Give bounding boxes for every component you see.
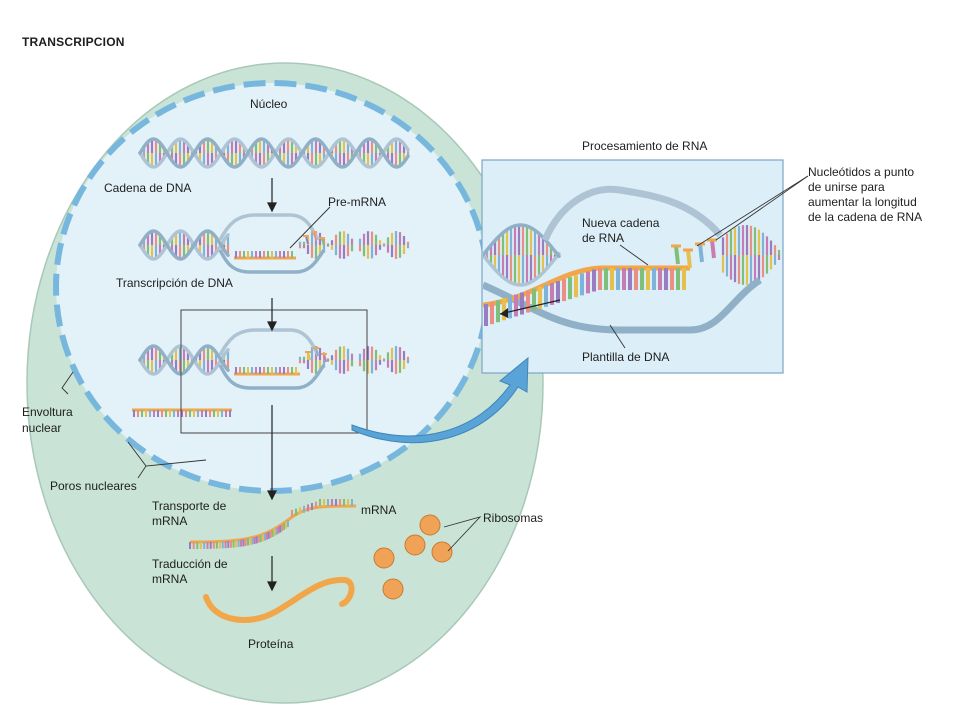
mrna-strand — [189, 499, 357, 549]
nucleotides-label-line4: de la cadena de RNA — [808, 210, 923, 224]
template-leader — [609, 324, 626, 349]
mrna-label: mRNA — [361, 503, 397, 517]
ribosome — [404, 534, 426, 556]
inset-dna-helix — [483, 223, 781, 287]
dna-helix-top — [138, 137, 410, 169]
inset-rna-processing — [483, 185, 781, 334]
flow-arrow-2-head — [267, 321, 277, 332]
new-rna-label-line2: de RNA — [582, 231, 625, 245]
dna-helices — [132, 137, 410, 417]
inset-free-nucleotide — [686, 249, 692, 269]
ribosome-group — [373, 514, 453, 600]
ribosome — [373, 547, 395, 569]
pre-mrna-label: Pre-mRNA — [328, 195, 387, 209]
free-nucleotide — [305, 235, 309, 245]
inset-direction-arrow — [499, 299, 561, 315]
inset-free-nucleotide — [710, 239, 716, 259]
nucleotides-label-line2: de unirse para — [808, 180, 885, 194]
ribosomes-label: Ribosomas — [483, 511, 544, 525]
nucleotides-label-line1: Nucleótidos a punto — [808, 165, 915, 179]
nuclear-envelope-label-line2: nuclear — [22, 421, 62, 435]
inset-upper-strand — [541, 185, 723, 242]
dna-bubble-upper — [218, 213, 320, 241]
zoom-region-box — [180, 309, 368, 434]
dna-backbone — [138, 344, 230, 376]
pre-mrna-strand — [234, 367, 300, 376]
inset-template-strand — [483, 277, 762, 334]
nucleotides-leader-2 — [696, 175, 809, 247]
pre-mrna-tail — [132, 408, 232, 417]
dna-transcription-label: Transcripción de DNA — [116, 276, 233, 290]
inset-contents — [483, 185, 781, 334]
figure-title: TRANSCRIPCION — [22, 35, 125, 49]
protein-chain — [203, 576, 355, 623]
flow-arrow-4-head — [267, 581, 277, 592]
envelope-leader — [61, 371, 74, 395]
dna-backbone — [483, 251, 561, 287]
mrna-transport-label-line1: Transporte de — [152, 499, 227, 513]
dna-backbone — [138, 137, 410, 169]
free-nucleotide — [321, 237, 325, 247]
dna-helix-transcription — [138, 229, 410, 261]
mrna-translation-label-line2: mRNA — [152, 572, 188, 586]
dna-strand-label: Cadena de DNA — [104, 181, 192, 195]
inset-new-rna — [483, 265, 690, 327]
mrna-translation-label-line1: Traducción de — [152, 557, 228, 571]
flow-arrow-1-head — [267, 202, 277, 213]
dna-backbone — [138, 229, 230, 261]
flow-arrow-3-head — [267, 490, 277, 501]
dna-bubble-upper — [218, 328, 320, 356]
dna-backbone — [138, 229, 230, 261]
inset-free-nucleotide — [674, 245, 680, 265]
nuclear-pores-label: Poros nucleares — [50, 479, 137, 493]
nuclear-envelope-label-line1: Envoltura — [22, 405, 73, 419]
nucleus-label: Núcleo — [250, 97, 288, 111]
mrna-transport-label-line2: mRNA — [152, 514, 188, 528]
pores-leader-2 — [127, 441, 147, 467]
free-nucleotide — [323, 353, 327, 363]
dna-bubble-lower — [218, 248, 326, 274]
ribosome — [431, 541, 453, 563]
dna-template-label: Plantilla de DNA — [582, 350, 670, 364]
dna-backbone — [483, 223, 561, 259]
inset-free-nucleotide — [698, 243, 704, 263]
nucleus — [56, 83, 488, 491]
zoom-connector-arrow — [351, 356, 529, 444]
inset-direction-arrow-head — [500, 308, 508, 318]
dna-bubble-lower — [218, 363, 326, 390]
free-nucleotide — [315, 347, 319, 357]
inset-title: Procesamiento de RNA — [582, 139, 708, 153]
new-rna-label-line1: Nueva cadena — [582, 216, 660, 230]
ribosomes-leader — [443, 516, 482, 552]
free-nucleotide — [307, 351, 311, 361]
ribosome — [419, 514, 441, 536]
new-rna-leader — [619, 244, 649, 266]
protein-label: Proteína — [248, 637, 294, 651]
nucleotides-label-line3: aumentar la longitud — [808, 195, 917, 209]
dna-helix-zoom — [138, 344, 410, 376]
pre-mrna-leader — [289, 206, 331, 249]
ribosome — [382, 578, 404, 600]
free-nucleotide — [313, 231, 317, 241]
pre-mrna-strand — [234, 251, 296, 260]
cytoplasm-mrna — [189, 499, 357, 549]
dna-backbone — [138, 344, 230, 376]
nucleotides-leader-1 — [715, 175, 809, 241]
